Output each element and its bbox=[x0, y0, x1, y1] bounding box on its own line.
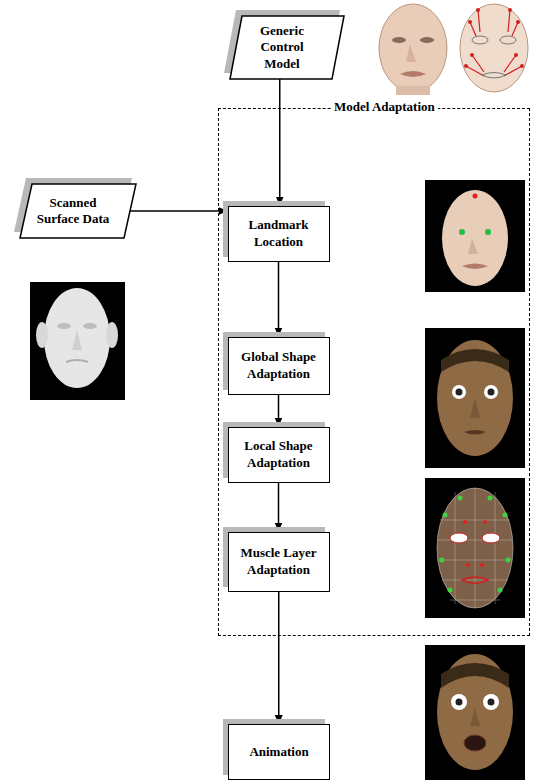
group-box: Model AdaptationLandmark LocationGlobal … bbox=[218, 108, 530, 636]
parallelogram-shape bbox=[230, 16, 344, 79]
animated-face bbox=[425, 645, 525, 780]
node-label: Generic Control Model bbox=[230, 21, 334, 74]
node-label: Landmark Location bbox=[229, 215, 329, 252]
flow-arrow bbox=[278, 262, 280, 337]
scanned-face bbox=[30, 282, 125, 400]
landmark-face bbox=[425, 180, 525, 292]
node-label: Local Shape Adaptation bbox=[229, 436, 329, 473]
process-box: Muscle Layer Adaptation bbox=[228, 532, 330, 592]
node-label: Scanned Surface Data bbox=[20, 193, 126, 230]
flow-arrow bbox=[279, 79, 281, 206]
group-heading: Model Adaptation bbox=[331, 99, 438, 115]
process-box: Local Shape Adaptation bbox=[228, 427, 330, 483]
flow-arrow bbox=[122, 210, 228, 212]
generic-head bbox=[379, 4, 447, 95]
muscle-head bbox=[460, 4, 528, 92]
flow-arrow bbox=[278, 395, 280, 427]
flow-arrow bbox=[278, 483, 280, 532]
input-parallelogram: Generic Control Model bbox=[230, 16, 334, 79]
input-parallelogram: Scanned Surface Data bbox=[20, 184, 126, 238]
node-label: Muscle Layer Adaptation bbox=[229, 543, 329, 580]
process-box: Landmark Location bbox=[228, 206, 330, 262]
node-label: Animation bbox=[243, 742, 314, 762]
process-box: Global Shape Adaptation bbox=[228, 337, 330, 395]
node-label: Global Shape Adaptation bbox=[229, 347, 329, 384]
process-box: Animation bbox=[228, 724, 330, 780]
textured-face bbox=[425, 328, 525, 468]
flow-arrow bbox=[278, 592, 280, 725]
parallelogram-shape bbox=[20, 184, 136, 238]
mesh-face bbox=[425, 478, 525, 618]
